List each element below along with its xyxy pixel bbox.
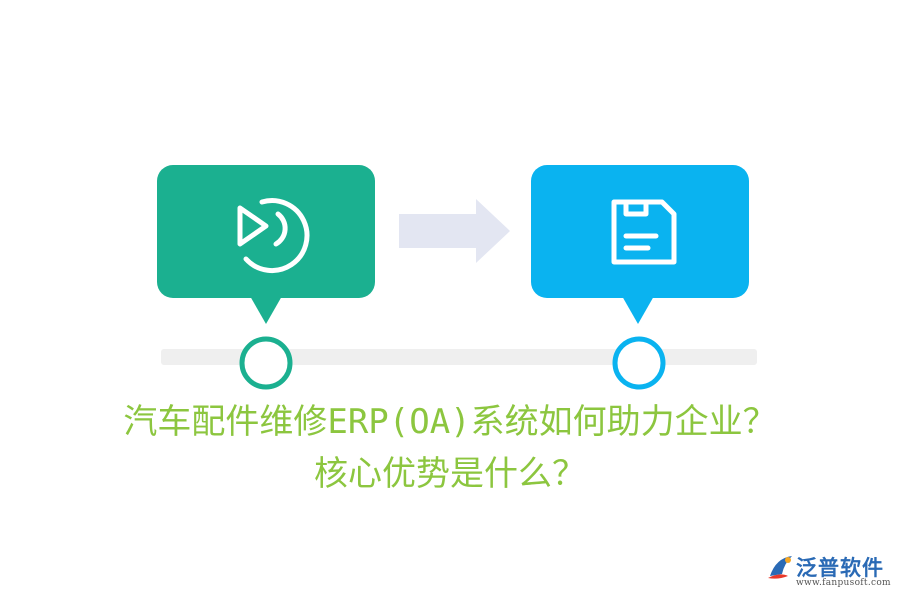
arrow-right-icon xyxy=(399,199,510,263)
brand-logo: 泛普软件 www.fanpusoft.com xyxy=(766,548,896,594)
logo-name: 泛普软件 xyxy=(796,556,884,580)
floppy-disk-icon xyxy=(611,199,677,265)
page-title: 汽车配件维修ERP(OA)系统如何助力企业？ 核心优势是什么？ xyxy=(0,396,900,500)
green-card xyxy=(157,165,375,324)
title-line-2: 核心优势是什么？ xyxy=(314,454,586,494)
circular-play-icon xyxy=(237,198,310,274)
timeline-bar xyxy=(161,349,757,365)
blue-card xyxy=(531,165,749,324)
timeline-node-blue xyxy=(612,336,666,390)
timeline-node-green xyxy=(239,336,293,390)
title-line-1: 汽车配件维修ERP(OA)系统如何助力企业？ xyxy=(123,402,777,442)
logo-url: www.fanpusoft.com xyxy=(796,578,891,588)
logo-mark-icon xyxy=(768,556,792,579)
